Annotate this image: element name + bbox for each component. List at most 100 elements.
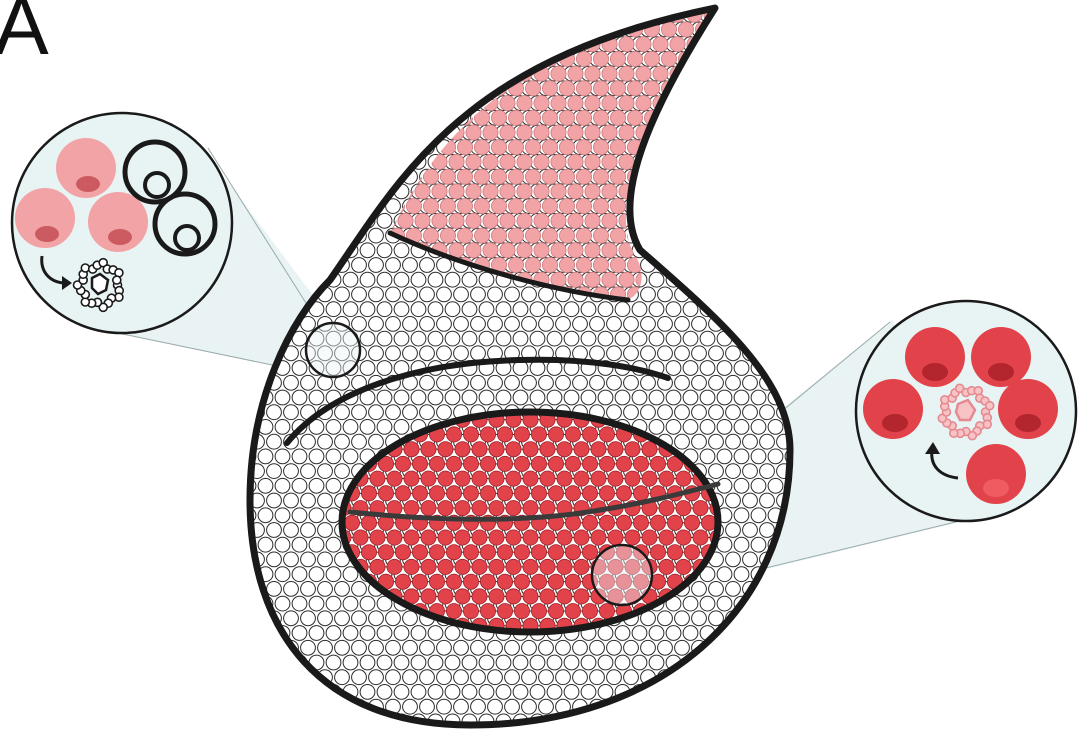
cell xyxy=(726,287,741,302)
cell xyxy=(292,155,307,170)
red-cell xyxy=(378,486,393,501)
cell xyxy=(743,699,758,714)
cell xyxy=(352,405,367,420)
cell xyxy=(785,243,800,258)
pale-cell xyxy=(670,243,685,258)
pale-cell xyxy=(568,7,583,22)
cell xyxy=(751,655,766,670)
pale-cell xyxy=(602,272,617,287)
cell xyxy=(581,7,596,22)
cell xyxy=(292,243,307,258)
pale-cell xyxy=(627,110,642,125)
cell xyxy=(556,640,571,655)
cell xyxy=(556,22,571,37)
red-cell xyxy=(514,456,529,471)
pale-cell xyxy=(398,213,413,228)
cell xyxy=(590,0,605,7)
cell xyxy=(505,0,520,7)
cell xyxy=(241,37,256,52)
cell xyxy=(743,22,758,37)
cell xyxy=(734,449,749,464)
cell xyxy=(360,96,375,111)
cell xyxy=(505,22,520,37)
cell xyxy=(292,449,307,464)
cell xyxy=(403,611,418,626)
cell xyxy=(700,390,715,405)
cell xyxy=(377,420,392,435)
pale-cell xyxy=(610,199,625,214)
red-cell xyxy=(608,471,623,486)
cell xyxy=(445,302,460,317)
red-cell xyxy=(625,442,640,457)
pale-cell xyxy=(593,110,608,125)
cell xyxy=(641,287,656,302)
cell xyxy=(743,110,758,125)
cell xyxy=(275,66,290,81)
cell xyxy=(420,405,435,420)
cell xyxy=(275,655,290,670)
cell xyxy=(768,714,783,729)
red-cell xyxy=(489,530,504,545)
cell xyxy=(751,7,766,22)
cell xyxy=(709,140,724,155)
cell xyxy=(352,81,367,96)
cell xyxy=(284,228,299,243)
red-cell xyxy=(455,530,470,545)
cell xyxy=(726,670,741,685)
cell xyxy=(760,140,775,155)
pale-cell xyxy=(551,66,566,81)
red-cell xyxy=(514,574,529,589)
red-cell xyxy=(472,471,487,486)
cell xyxy=(335,140,350,155)
pale-cell xyxy=(423,199,438,214)
cell xyxy=(428,685,443,700)
cell xyxy=(547,390,562,405)
cell xyxy=(335,699,350,714)
cell xyxy=(352,434,367,449)
pale-cell xyxy=(619,125,634,140)
cell xyxy=(343,714,358,729)
cell xyxy=(496,37,511,52)
cell xyxy=(284,199,299,214)
cell xyxy=(318,493,333,508)
cell xyxy=(386,258,401,273)
red-cell xyxy=(531,427,546,442)
cell xyxy=(301,493,316,508)
red-cell xyxy=(548,427,563,442)
red-cell xyxy=(693,530,708,545)
pale-cell xyxy=(576,22,591,37)
cell xyxy=(743,199,758,214)
cell xyxy=(564,655,579,670)
red-cell xyxy=(693,501,708,516)
cell xyxy=(462,302,477,317)
cell xyxy=(632,626,647,641)
cell xyxy=(462,66,477,81)
cell xyxy=(411,390,426,405)
pale-cell xyxy=(406,81,421,96)
cell xyxy=(675,375,690,390)
cell xyxy=(386,670,401,685)
cell xyxy=(709,169,724,184)
cell xyxy=(768,125,783,140)
cell xyxy=(751,243,766,258)
cell xyxy=(777,611,792,626)
cell xyxy=(284,110,299,125)
cell xyxy=(386,317,401,332)
cell xyxy=(658,346,673,361)
cell xyxy=(326,714,341,729)
pale-cell xyxy=(593,51,608,66)
pale-cell xyxy=(466,213,481,228)
pale-cell xyxy=(474,81,489,96)
pale-cell xyxy=(670,37,685,52)
cell xyxy=(292,685,307,700)
cell xyxy=(751,685,766,700)
cell xyxy=(700,37,715,52)
pale-cell xyxy=(585,213,600,228)
pale-cell xyxy=(508,257,523,272)
cell xyxy=(267,699,282,714)
red-cell xyxy=(642,442,657,457)
pale-cell xyxy=(636,96,651,111)
cell xyxy=(700,331,715,346)
red-cell xyxy=(659,530,674,545)
cell xyxy=(666,714,681,729)
